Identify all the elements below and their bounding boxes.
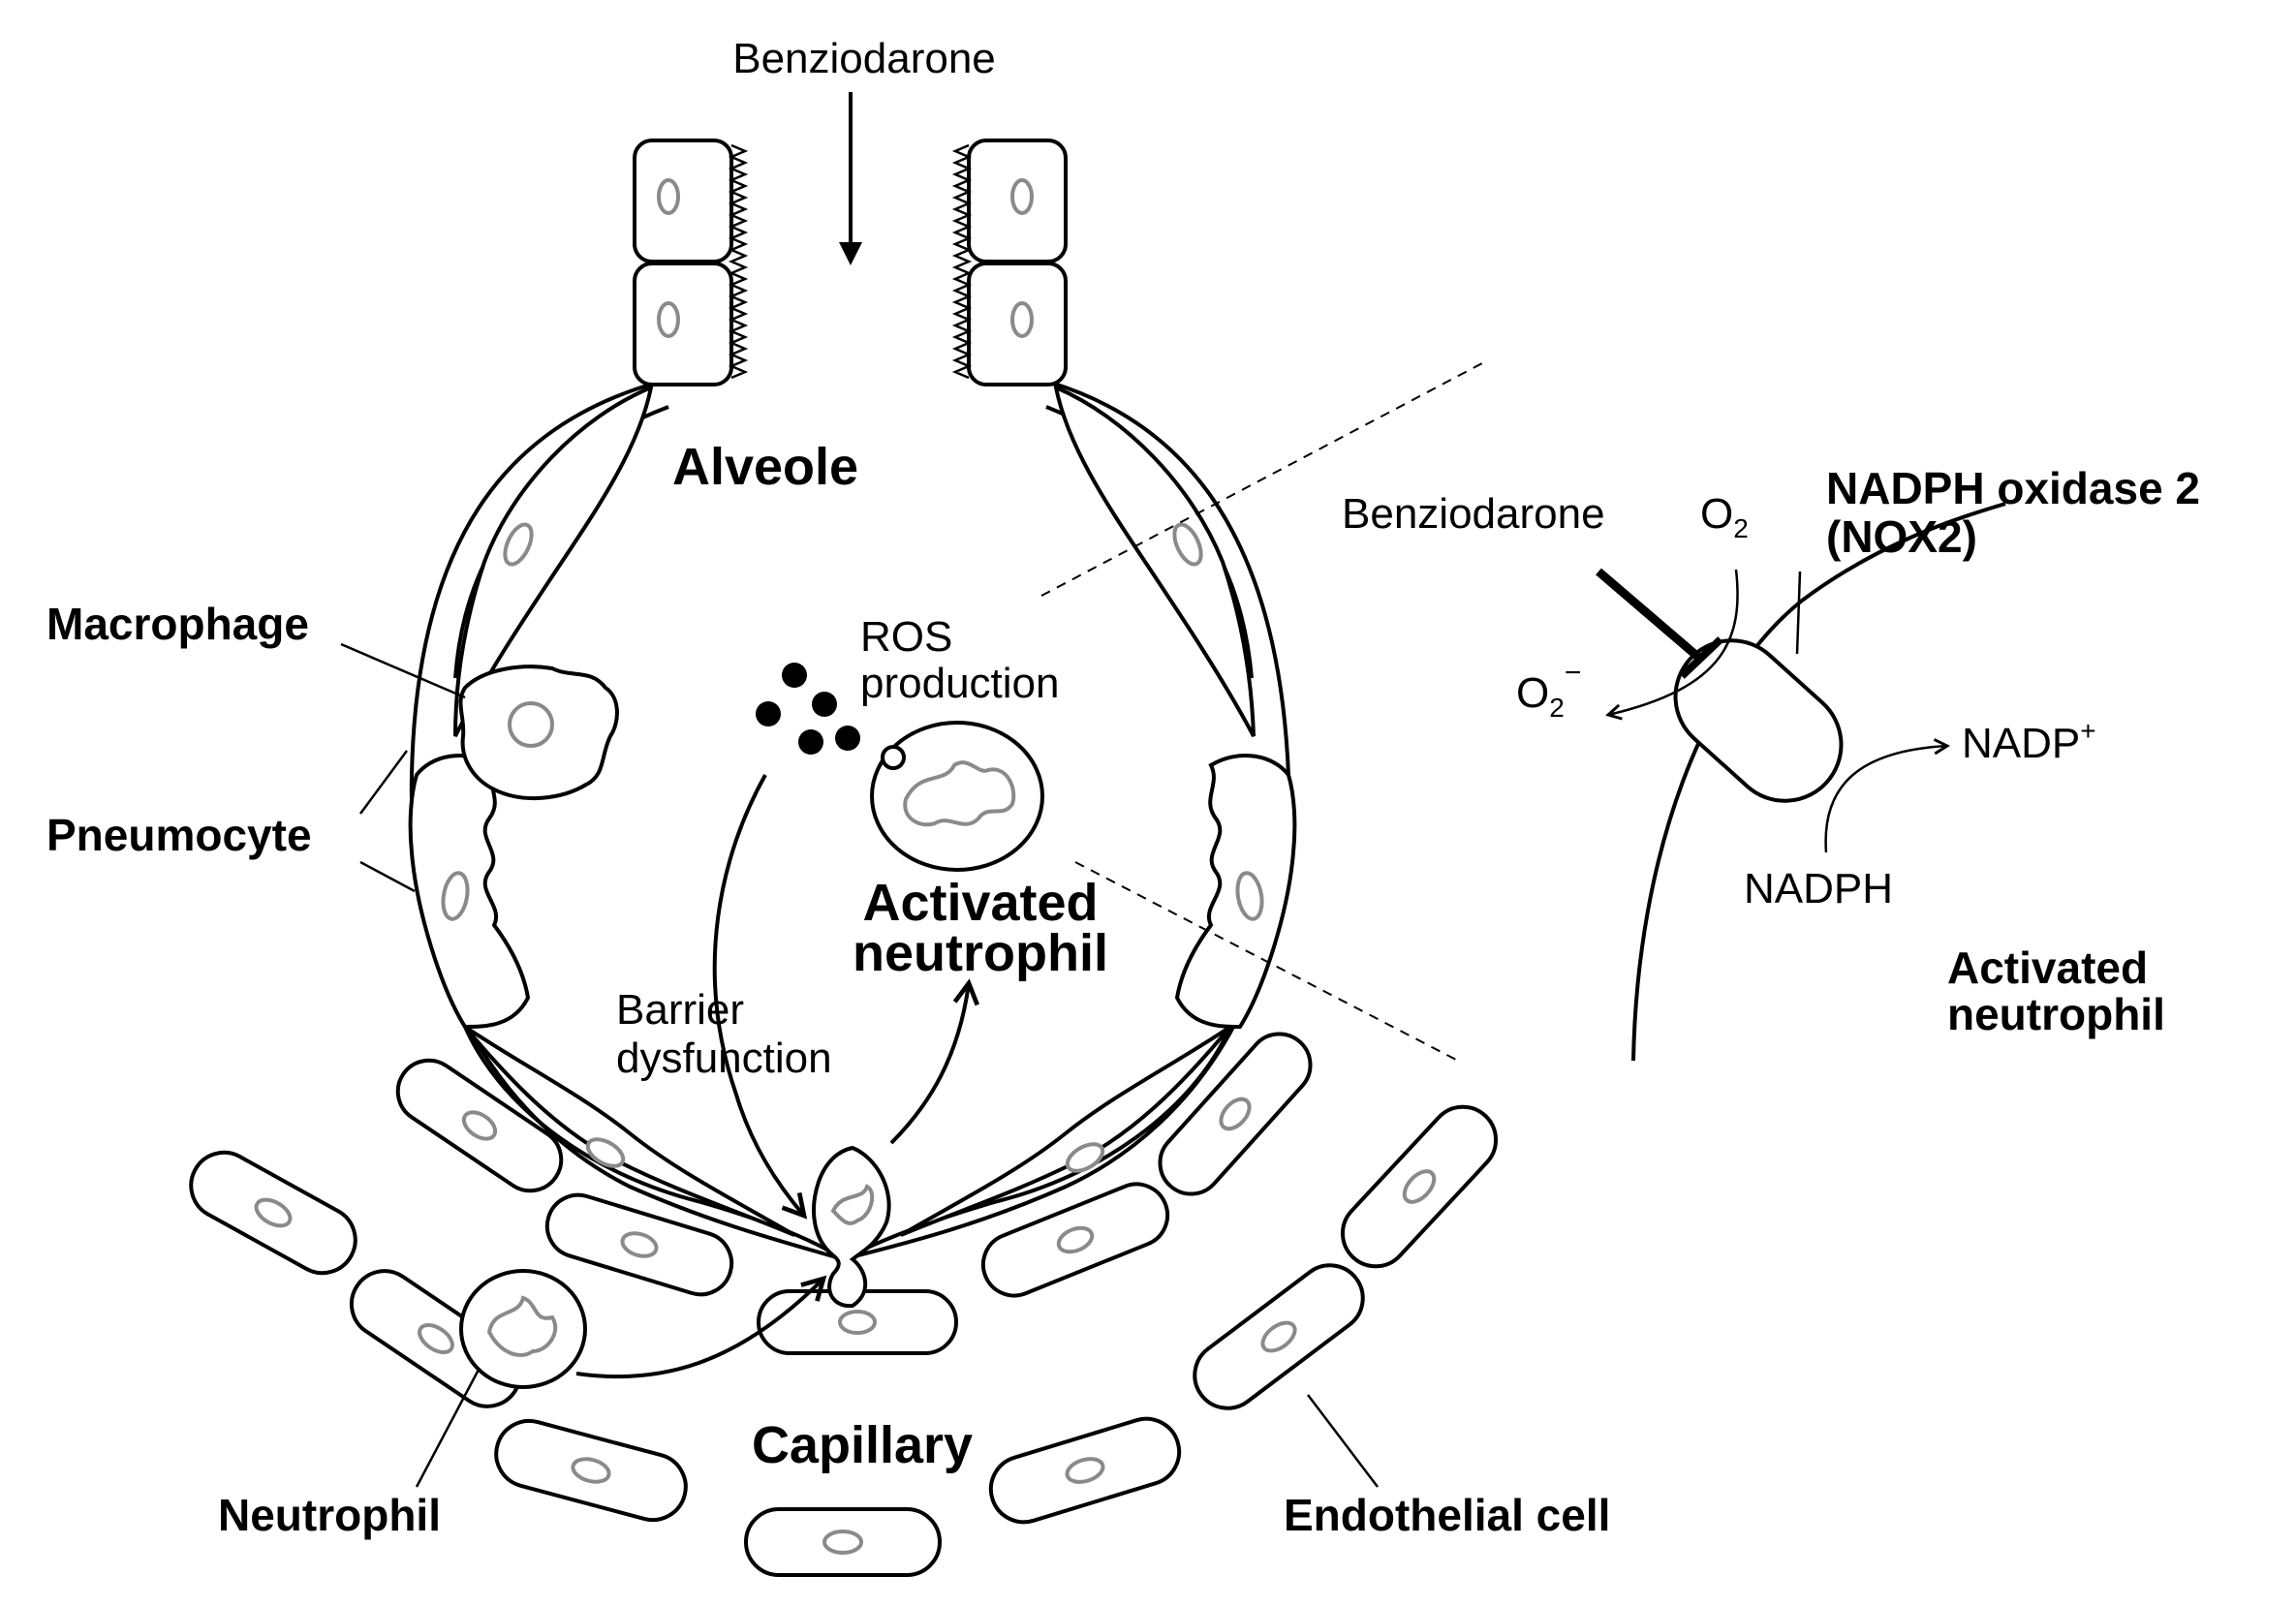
superoxide-subscript: 2 xyxy=(1549,693,1565,723)
barrier-label-line1: Barrier xyxy=(616,986,744,1034)
nox2-enzyme xyxy=(1673,638,1844,803)
barrier-label-line2: dysfunction xyxy=(616,1035,832,1082)
endothelial-cell xyxy=(494,1418,688,1523)
endothelial-cell xyxy=(395,1058,564,1193)
inhibition-bar xyxy=(1679,636,1723,679)
pneumocyte-label: Pneumocyte xyxy=(47,810,312,860)
endothelial-cell xyxy=(980,1182,1170,1298)
ros-label-line1: ROS xyxy=(860,613,952,661)
o2-subscript: 2 xyxy=(1733,513,1749,543)
nox2-label-line1: NADPH oxidase 2 xyxy=(1826,463,2200,513)
endothelial-cell xyxy=(988,1416,1182,1525)
transmigrating-neutrophil xyxy=(812,1145,891,1309)
inset-activated-neutrophil-line2: neutrophil xyxy=(1947,989,2165,1039)
inset-benziodarone-label: Benziodarone xyxy=(1342,490,1605,538)
o2-symbol: O xyxy=(1700,490,1733,538)
endothelial-cell xyxy=(544,1192,734,1297)
nox2-inset: Benziodarone O2 O2− NADP+ NADPH NADPH ox… xyxy=(1342,463,2200,1062)
ros-label-line2: production xyxy=(860,660,1059,707)
superoxide-superscript: − xyxy=(1565,657,1582,689)
nox2-label-line2: (NOX2) xyxy=(1826,511,1977,562)
pneumocyte-type1-left-lower xyxy=(463,1025,796,1237)
pneumocyte-leader-line-upper xyxy=(358,750,409,815)
macrophage-leader-line xyxy=(340,642,466,699)
superoxide-arrow xyxy=(1608,569,1739,715)
endothelial-cell xyxy=(189,1150,357,1276)
zoom-line-upper xyxy=(1040,362,1483,597)
benziodarone-top-label: Benziodarone xyxy=(732,35,996,82)
nadp-label: NADP+ xyxy=(1962,716,2096,767)
superoxide-label: O2− xyxy=(1516,657,1581,723)
barrier-dysfunction-arrow xyxy=(712,774,804,1216)
nox2-leader-line xyxy=(1795,571,1802,655)
activated-neutrophil-label-line2: neutrophil xyxy=(853,924,1108,982)
activated-neutrophil-alveolar xyxy=(870,721,1044,872)
zoom-line-lower xyxy=(1074,861,1459,1062)
capillary-neutrophil xyxy=(459,1269,587,1389)
pneumocyte-leader-line-lower xyxy=(359,860,416,893)
capillary-inner-arc xyxy=(395,1032,1313,1355)
ros-particles xyxy=(756,663,860,755)
capillary-migration-arrow xyxy=(575,1279,823,1379)
inset-activated-neutrophil-line1: Activated xyxy=(1947,943,2148,993)
endothelial-cell xyxy=(744,1507,942,1577)
endothelial-cell xyxy=(1340,1104,1499,1269)
neutrophil-label: Neutrophil xyxy=(218,1490,441,1540)
endothelial-cell xyxy=(1158,1032,1313,1196)
benziodarone-inhibition-line xyxy=(1596,568,1703,663)
macrophage-label: Macrophage xyxy=(47,599,309,649)
emigration-arrow xyxy=(889,983,969,1145)
capillary-label: Capillary xyxy=(752,1416,973,1474)
pneumocyte-type2-right xyxy=(1174,753,1297,1030)
pneumocyte-type1-right-lower xyxy=(899,1025,1232,1237)
endothelial-leader-line xyxy=(1307,1394,1379,1488)
airway-epithelium-right xyxy=(951,139,1068,386)
nadp-superscript: + xyxy=(2080,716,2095,746)
pneumocyte-type1-right-upper xyxy=(1053,384,1256,737)
nadph-oxidation-arrow xyxy=(1824,746,1947,853)
endothelial-cell xyxy=(1193,1263,1365,1410)
neutrophil-leader-line xyxy=(415,1367,481,1488)
nadph-label: NADPH xyxy=(1744,865,1893,912)
alveole-label: Alveole xyxy=(672,438,858,496)
nadp-symbol: NADP xyxy=(1962,720,2080,767)
endothelial-cell-label: Endothelial cell xyxy=(1284,1490,1610,1540)
superoxide-symbol: O xyxy=(1516,669,1549,717)
o2-label: O2 xyxy=(1700,490,1749,543)
macrophage xyxy=(458,664,619,800)
pneumocyte-type2-left xyxy=(408,753,531,1030)
pneumocyte-type1-left-upper xyxy=(453,384,654,737)
airway-epithelium-left xyxy=(633,139,749,386)
neutrophil-membrane xyxy=(1631,502,2006,1062)
activated-neutrophil-label-line1: Activated xyxy=(862,874,1098,932)
